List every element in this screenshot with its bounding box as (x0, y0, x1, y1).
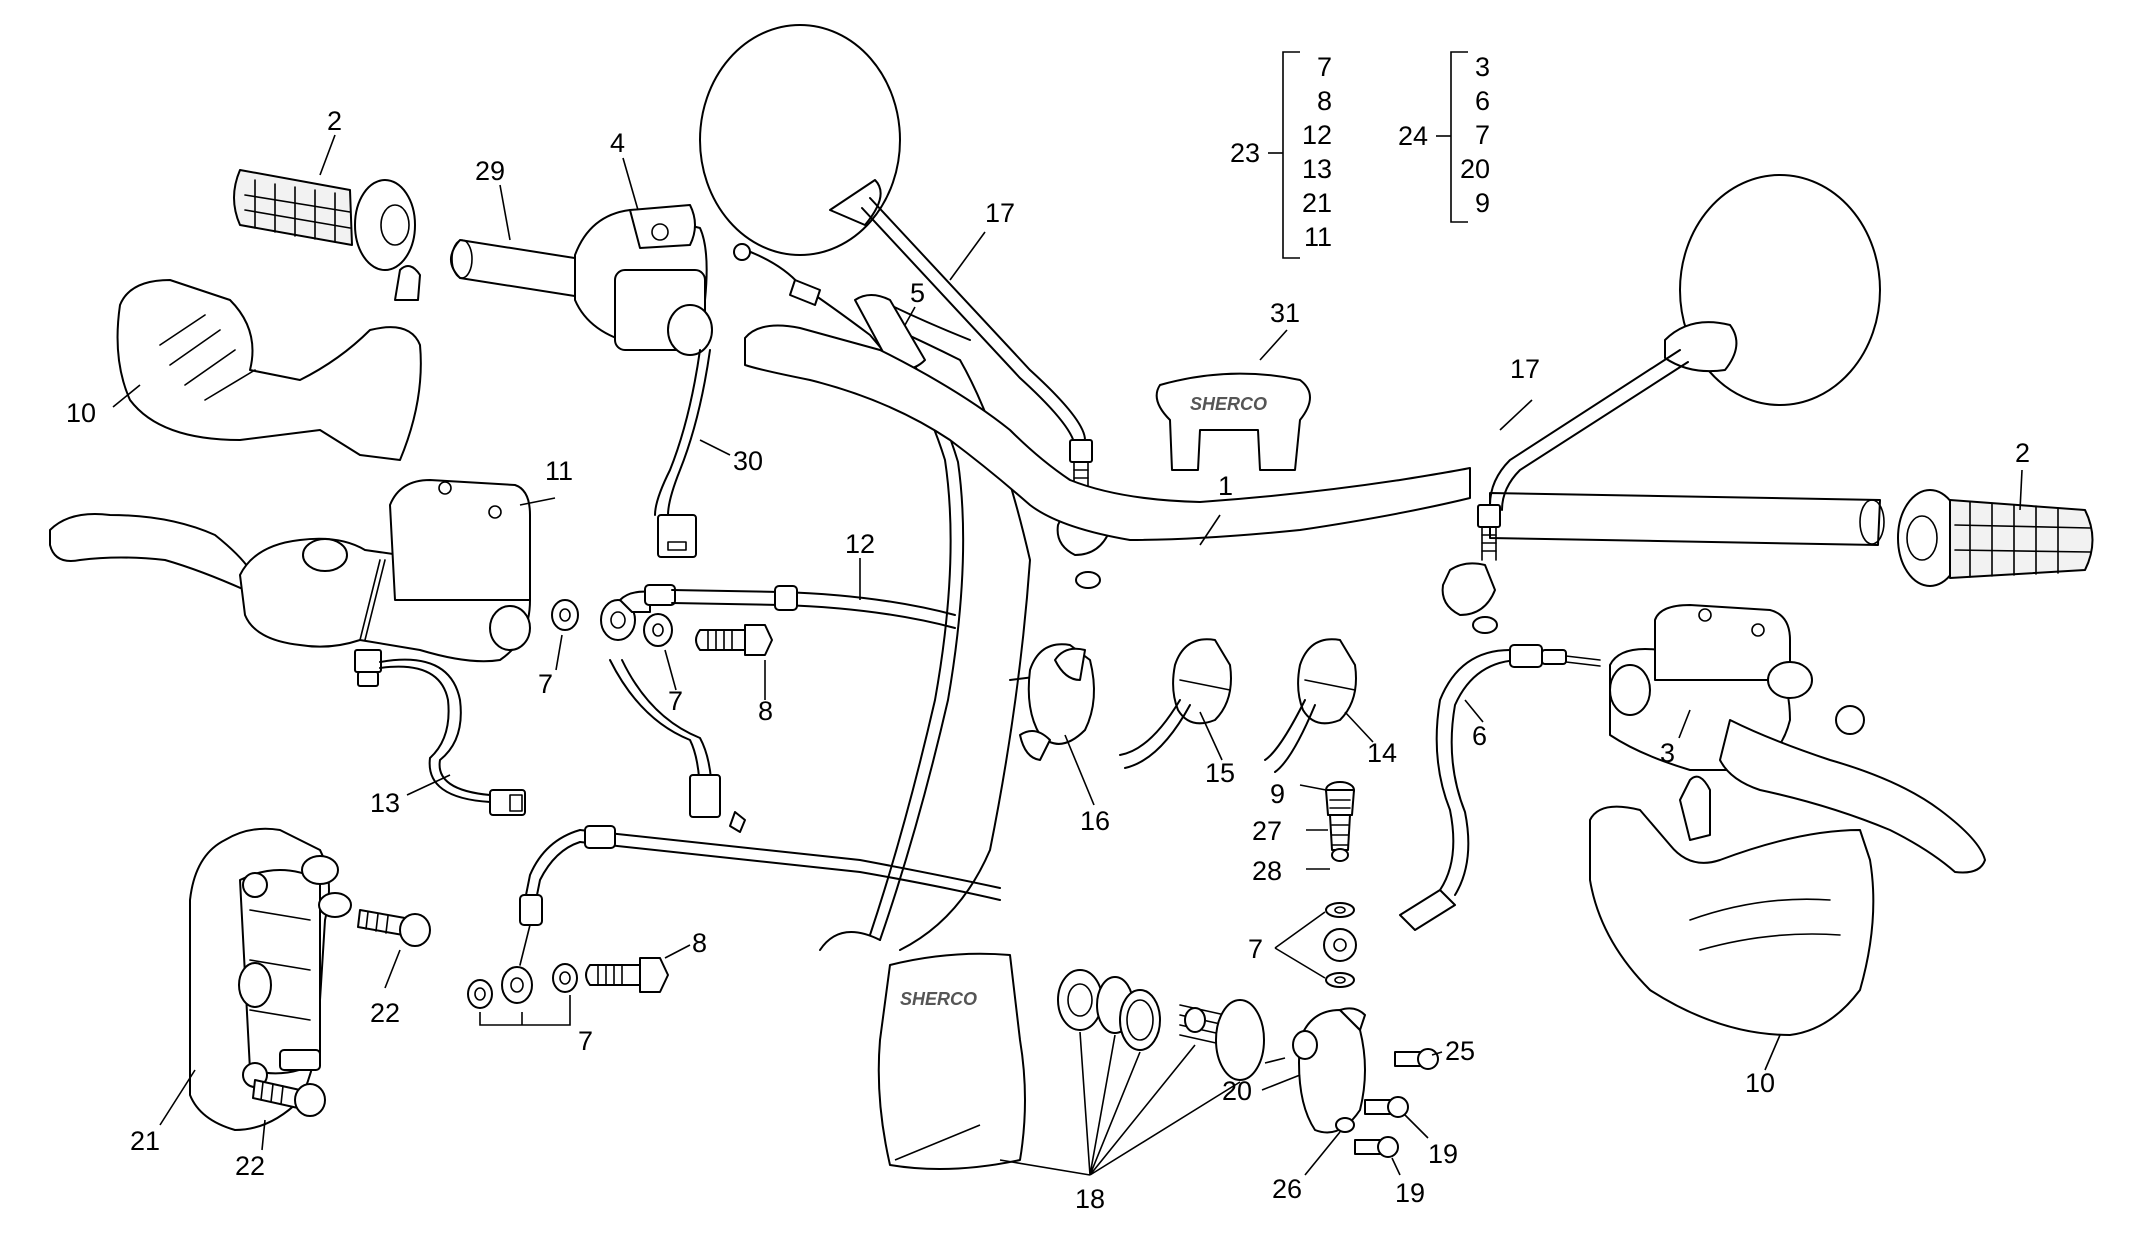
switch-14 (1264, 638, 1357, 773)
caliper-bolts (252, 909, 431, 1117)
brake-switch-wire (354, 649, 526, 816)
right-mirror (1441, 174, 1881, 634)
group-24-item: 9 (1475, 188, 1490, 218)
upper-brake-hose-assembly (551, 584, 956, 647)
callout-2-right: 2 (2015, 438, 2030, 468)
callout-11: 11 (545, 456, 573, 486)
callout-22-upper: 22 (370, 998, 400, 1028)
callout-19-upper: 19 (1428, 1139, 1458, 1169)
callout-7-b: 7 (668, 686, 683, 716)
right-washers (1323, 902, 1357, 988)
callout-20: 20 (1222, 1076, 1252, 1106)
repair-kit: SHERCO (877, 952, 1265, 1170)
long-brake-hose (519, 659, 1001, 926)
group-23-item: 21 (1302, 188, 1332, 218)
bleeder-screw (1325, 781, 1355, 862)
group-24-item: 20 (1460, 154, 1490, 184)
right-grip (1897, 489, 2094, 587)
group-23-item: 7 (1317, 52, 1332, 82)
callout-7-a: 7 (538, 669, 553, 699)
lower-banjo-group (467, 924, 669, 1009)
right-brake-hose (1399, 644, 1601, 931)
group-24-label: 24 (1398, 121, 1428, 151)
banjo-bolt-upper (695, 624, 773, 656)
group-24-item: 6 (1475, 86, 1490, 116)
callout-2-left: 2 (327, 106, 342, 136)
callout-21: 21 (130, 1126, 160, 1156)
callout-7-c: 7 (1248, 934, 1263, 964)
callout-5: 5 (910, 278, 925, 308)
callout-12: 12 (845, 529, 875, 559)
left-grip (233, 169, 416, 271)
group-23-label: 23 (1230, 138, 1260, 168)
cap-brand-logo: SHERCO (1190, 394, 1267, 414)
group-24-item: 7 (1475, 120, 1490, 150)
group-24: 24 3 6 7 20 9 (1398, 51, 1490, 223)
throttle-switch-cable (654, 349, 711, 558)
callout-26: 26 (1272, 1174, 1302, 1204)
callout-labels: 2 29 4 17 5 10 30 11 12 7 7 8 13 31 1 17… (66, 106, 2030, 1214)
callout-4: 4 (610, 128, 625, 158)
throttle-housing (574, 204, 713, 356)
callout-14: 14 (1367, 738, 1397, 768)
throttle-cable (733, 243, 1032, 951)
callout-10-left: 10 (66, 398, 96, 428)
group-23-item: 8 (1317, 86, 1332, 116)
callout-3: 3 (1660, 738, 1675, 768)
callout-9: 9 (1270, 779, 1285, 809)
callout-17-left: 17 (985, 198, 1015, 228)
right-hand-guard (1589, 775, 1875, 1036)
callout-19-lower: 19 (1395, 1178, 1425, 1208)
callout-8-upper: 8 (758, 696, 773, 726)
callout-18: 18 (1075, 1184, 1105, 1214)
callout-30: 30 (733, 446, 763, 476)
callout-31: 31 (1270, 298, 1300, 328)
switch-15 (1119, 638, 1232, 769)
callout-16: 16 (1080, 806, 1110, 836)
group-23-item: 13 (1302, 154, 1332, 184)
leader-lines (112, 134, 2023, 1176)
right-lever-master-cylinder (1609, 604, 1986, 874)
callout-6: 6 (1472, 721, 1487, 751)
callout-22-lower: 22 (235, 1151, 265, 1181)
group-23: 23 7 8 12 13 21 11 (1230, 51, 1332, 259)
callout-8-lower: 8 (692, 928, 707, 958)
callout-13: 13 (370, 788, 400, 818)
callout-29: 29 (475, 156, 505, 186)
group-23-item: 12 (1302, 120, 1332, 150)
left-lever-master-cylinder (49, 479, 531, 663)
callout-17-right: 17 (1510, 354, 1540, 384)
handlebar-cap: SHERCO (1155, 372, 1311, 471)
bag-brand-logo: SHERCO (900, 989, 977, 1009)
switch-16 (1009, 643, 1095, 761)
left-mirror (699, 24, 1111, 589)
left-hand-guard (116, 265, 422, 461)
callout-15: 15 (1205, 758, 1235, 788)
callout-10-right: 10 (1745, 1068, 1775, 1098)
group-23-item: 11 (1304, 222, 1332, 252)
callout-25: 25 (1445, 1036, 1475, 1066)
group-24-item: 3 (1475, 52, 1490, 82)
callout-28: 28 (1252, 856, 1282, 886)
master-cylinder-body (1292, 1007, 1439, 1158)
callout-27: 27 (1252, 816, 1282, 846)
callout-7-d: 7 (578, 1026, 593, 1056)
callout-1: 1 (1218, 471, 1233, 501)
